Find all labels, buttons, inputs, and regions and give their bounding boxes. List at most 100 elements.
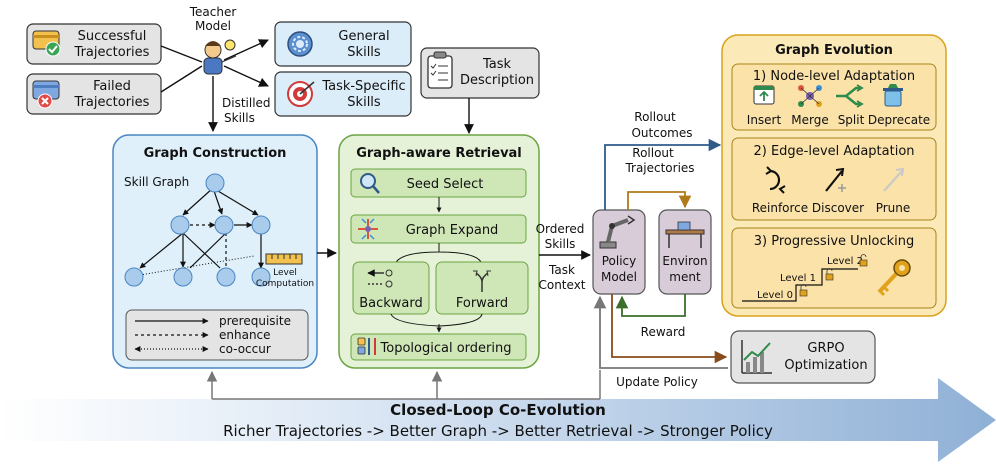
task-specific-label-2: Skills bbox=[347, 95, 381, 110]
arrow-failed-teacher bbox=[160, 65, 203, 93]
backward-icon bbox=[367, 269, 393, 288]
distilled-label-2: Skills bbox=[224, 111, 255, 125]
credit-card-check-icon bbox=[32, 30, 61, 57]
edge-level-title: 2) Edge-level Adaptation bbox=[753, 144, 914, 159]
successful-label-1: Successful bbox=[78, 29, 147, 44]
seed-select-label: Seed Select bbox=[407, 177, 484, 192]
insert-icon bbox=[753, 85, 775, 105]
failed-trajectories-box: Failed Trajectories bbox=[26, 73, 162, 115]
expand-arrows-icon bbox=[358, 218, 378, 240]
successful-trajectories-box: Successful Trajectories bbox=[26, 23, 162, 65]
graph-evolution-panel: Graph Evolution 1) Node-level Adaptation… bbox=[721, 34, 947, 317]
task-specific-label-1: Task-Specific bbox=[321, 79, 405, 94]
level-computation-label-1: Level bbox=[273, 268, 297, 278]
arrow-teacher-general bbox=[223, 39, 269, 61]
grpo-label-1: GRPO bbox=[807, 341, 844, 356]
policy-label-1: Policy bbox=[602, 254, 637, 268]
graph-expand-label: Graph Expand bbox=[406, 223, 499, 238]
graph-retrieval-title: Graph-aware Retrieval bbox=[356, 146, 522, 161]
teacher-label-2: Model bbox=[195, 19, 231, 33]
arrow-rollout-outcomes bbox=[604, 138, 722, 210]
edge-legend: prerequisite enhance co-occur bbox=[125, 309, 309, 361]
op-discover: Discover bbox=[812, 201, 864, 215]
arrow-update-policy bbox=[593, 295, 728, 369]
op-deprecate: Deprecate bbox=[868, 113, 930, 127]
legend-co-occur: co-occur bbox=[219, 342, 271, 356]
legend-enhance: enhance bbox=[219, 328, 271, 342]
arrow-success-teacher bbox=[160, 45, 203, 63]
op-insert: Insert bbox=[747, 113, 782, 127]
grpo-box: GRPO Optimization bbox=[730, 330, 876, 384]
ruler-icon bbox=[265, 253, 303, 265]
rollout-outcomes-label-2: Outcomes bbox=[631, 126, 692, 140]
task-specific-skills-box: Task-Specific Skills bbox=[274, 71, 412, 117]
level-0-label: Level 0 bbox=[757, 290, 793, 301]
banner-subtitle: Richer Trajectories -> Better Graph -> B… bbox=[223, 422, 773, 440]
environment-box: Environ ment bbox=[658, 209, 712, 295]
desk-icon bbox=[665, 221, 705, 248]
rollout-trajectories-label-1: Rollout bbox=[632, 146, 674, 160]
arrow-reward bbox=[615, 294, 686, 317]
rollout-trajectories-label-2: Trajectories bbox=[624, 161, 694, 175]
skill-graph bbox=[124, 173, 271, 287]
task-context-label-1: Task bbox=[548, 263, 575, 277]
teacher-icon bbox=[203, 39, 237, 75]
op-merge: Merge bbox=[791, 113, 828, 127]
teacher-label-1: Teacher bbox=[189, 5, 237, 19]
successful-label-2: Trajectories bbox=[74, 45, 150, 60]
ordered-skills-label-1: Ordered bbox=[536, 222, 585, 236]
grpo-label-2: Optimization bbox=[784, 358, 867, 373]
skill-graph-label: Skill Graph bbox=[124, 175, 189, 189]
failed-label-1: Failed bbox=[93, 79, 131, 94]
target-icon bbox=[287, 81, 315, 107]
seed-select-box: Seed Select bbox=[350, 168, 527, 198]
clipboard-icon bbox=[427, 51, 453, 89]
discover-icon bbox=[825, 167, 846, 192]
trend-chart-icon bbox=[741, 340, 772, 374]
task-description-label-1: Task bbox=[482, 57, 512, 72]
reward-label: Reward bbox=[641, 325, 686, 339]
banner-title: Closed-Loop Co-Evolution bbox=[390, 401, 606, 419]
arrow-policy-grpo bbox=[611, 294, 728, 364]
robot-arm-icon bbox=[599, 215, 636, 249]
ordered-skills-label-2: Skills bbox=[545, 237, 576, 251]
node-level-title: 1) Node-level Adaptation bbox=[753, 69, 915, 84]
level-2-label: Level 2 bbox=[827, 256, 863, 267]
lock-icon-0 bbox=[799, 284, 808, 297]
task-context-label-2: Context bbox=[538, 278, 585, 292]
op-reinforce: Reinforce bbox=[752, 201, 808, 215]
environment-label-2: ment bbox=[669, 270, 701, 284]
co-evolution-banner: Closed-Loop Co-Evolution Richer Trajecto… bbox=[0, 378, 996, 462]
graph-retrieval-panel: Graph-aware Retrieval Seed Select Graph … bbox=[338, 134, 540, 369]
credit-card-x-icon bbox=[32, 80, 60, 109]
merge-icon bbox=[798, 85, 822, 107]
topological-label: Topological ordering bbox=[380, 341, 512, 356]
update-policy-label: Update Policy bbox=[616, 375, 698, 389]
lock-icon-1 bbox=[825, 268, 834, 281]
trash-icon bbox=[883, 84, 903, 107]
general-skills-box: General Skills bbox=[274, 21, 412, 67]
graph-evolution-title: Graph Evolution bbox=[775, 43, 893, 58]
policy-model-box: Policy Model bbox=[592, 209, 646, 295]
op-prune: Prune bbox=[876, 201, 911, 215]
distilled-label-1: Distilled bbox=[222, 96, 271, 110]
failed-label-2: Trajectories bbox=[74, 95, 150, 110]
magnifier-icon bbox=[360, 173, 380, 194]
forward-box: Forward bbox=[435, 261, 529, 315]
progressive-title: 3) Progressive Unlocking bbox=[754, 234, 915, 249]
general-skills-label-2: Skills bbox=[347, 45, 381, 60]
arrow-rollout-trajectories bbox=[627, 191, 692, 210]
sort-icon bbox=[357, 337, 376, 355]
lock-icon-2 bbox=[859, 254, 868, 267]
banner-arrow bbox=[0, 378, 996, 462]
topological-box: Topological ordering bbox=[350, 333, 527, 361]
level-computation-label-2: Computation bbox=[256, 279, 314, 289]
forward-label: Forward bbox=[456, 296, 508, 311]
split-icon bbox=[836, 84, 864, 108]
fork-arrows-icon bbox=[473, 270, 491, 292]
graph-construction-title: Graph Construction bbox=[144, 146, 287, 161]
task-description-label-2: Description bbox=[460, 73, 534, 88]
rollout-outcomes-label-1: Rollout bbox=[634, 110, 676, 124]
gear-icon bbox=[287, 31, 313, 57]
